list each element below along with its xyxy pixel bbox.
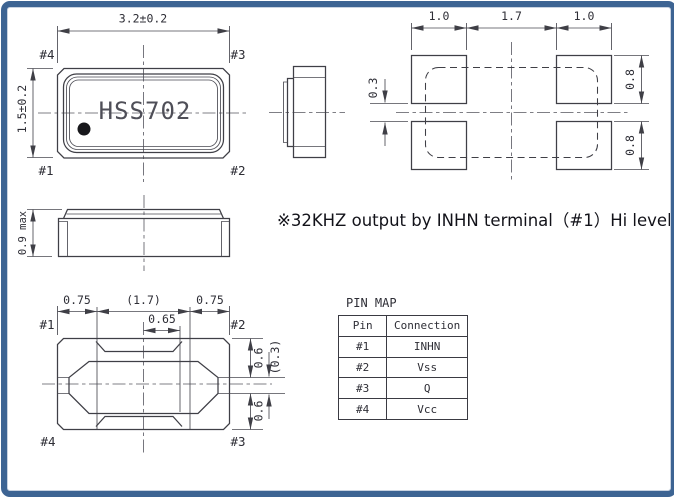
pin-map: PIN MAP Pin Connection #1 INHN #2 Vss #3… bbox=[337, 296, 468, 420]
pin-connection: Vcc bbox=[386, 398, 468, 420]
package-outline-dashed bbox=[424, 66, 599, 159]
dim-pad-h-top-label: 0.8 bbox=[623, 69, 637, 90]
edge-castellation-lines bbox=[57, 377, 285, 394]
dim-pad-w-right-label: 1.0 bbox=[574, 9, 595, 23]
pin-connection: Vss bbox=[386, 356, 468, 379]
pin-map-row: #2 Vss bbox=[337, 356, 468, 379]
part-marking: HSS702 bbox=[99, 97, 192, 125]
package-side-view bbox=[269, 65, 345, 159]
dim-extension-lines-long bbox=[96, 307, 191, 430]
dim-pad-h-bottom-label: 0.6 bbox=[252, 401, 266, 422]
pin-label-2: #2 bbox=[230, 163, 245, 178]
pin-number: #2 bbox=[337, 356, 388, 379]
pin-map-row: #1 INHN bbox=[337, 335, 468, 358]
pin-map-table: Pin Connection #1 INHN #2 Vss #3 Q #4 Vc… bbox=[337, 315, 468, 420]
dim-extension-lines bbox=[27, 209, 62, 257]
pin-connection: Q bbox=[386, 377, 468, 400]
dim-center-label: (1.7) bbox=[126, 293, 161, 307]
dim-pad-left-label: 0.75 bbox=[63, 293, 91, 307]
dim-height-max-label: 0.9 max bbox=[17, 211, 29, 255]
pin-map-header-pin: Pin bbox=[337, 315, 388, 337]
output-note: ※32KHZ output by INHN terminal（#1）Hi lev… bbox=[277, 211, 672, 230]
dim-height-label: 1.5±0.2 bbox=[15, 85, 29, 133]
dim-width-label: 3.2±0.2 bbox=[119, 12, 167, 26]
dim-pad-w-left-label: 1.0 bbox=[429, 9, 450, 23]
pin-map-title: PIN MAP bbox=[346, 296, 397, 310]
pin-label-1: #1 bbox=[39, 317, 54, 332]
terminal-band-lines bbox=[293, 77, 326, 147]
pad-bottom-right bbox=[555, 120, 613, 171]
lid-inner-outline-2 bbox=[69, 79, 218, 147]
pad-top-right bbox=[555, 54, 613, 105]
pin-connection: INHN bbox=[386, 335, 468, 358]
package-body-outline bbox=[56, 67, 231, 159]
pin-label-3: #3 bbox=[230, 434, 245, 449]
lid-step-outline bbox=[286, 77, 294, 148]
lid-seam-outline bbox=[62, 73, 225, 154]
cavity-octagon-outline bbox=[68, 360, 219, 415]
dim-offset-label: 0.65 bbox=[148, 312, 176, 326]
pin-number: #3 bbox=[337, 377, 388, 400]
dim-pad-h-bottom-label: 0.8 bbox=[623, 135, 637, 156]
pad-inner-edge-top bbox=[95, 341, 183, 353]
pin-label-4: #4 bbox=[40, 434, 55, 449]
package-bottom-view: 0.75 (1.7) 0.75 0.65 0.6 0.6 (0.3) #1 #2… bbox=[39, 293, 285, 455]
package-top-view: HSS702 3.2±0.2 1.5±0.2 #4 #3 #1 #2 bbox=[15, 12, 248, 182]
dim-extension-lines bbox=[614, 55, 649, 170]
land-pattern-view: 1.0 1.7 1.0 0.8 0.8 0.3 bbox=[366, 9, 649, 182]
lid-inner-outline-1 bbox=[66, 76, 221, 150]
pin-label-2: #2 bbox=[230, 317, 245, 332]
pin-map-header-connection: Connection bbox=[386, 315, 468, 337]
package-front-view: 0.9 max bbox=[17, 195, 231, 271]
pad-top-left bbox=[410, 54, 468, 105]
dim-row-gap-label: 0.3 bbox=[366, 78, 380, 99]
bottom-body-outline bbox=[56, 337, 231, 431]
terminal-tabs bbox=[58, 221, 230, 257]
side-body-outline bbox=[292, 65, 327, 159]
pad-inner-edge-bottom bbox=[95, 415, 183, 427]
pin-map-row: #3 Q bbox=[337, 377, 468, 400]
pin-map-header-row: Pin Connection bbox=[337, 315, 468, 337]
pin-number: #1 bbox=[337, 335, 388, 358]
pin-label-4: #4 bbox=[39, 47, 54, 62]
dim-extension-lines bbox=[411, 23, 612, 50]
pin-number: #4 bbox=[337, 398, 388, 420]
pin-label-3: #3 bbox=[230, 47, 245, 62]
dim-extension-lines bbox=[232, 338, 263, 430]
dim-extension-lines bbox=[370, 103, 408, 122]
dim-center-gap-label: 1.7 bbox=[501, 9, 522, 23]
pin-map-row: #4 Vcc bbox=[337, 398, 468, 420]
pin1-index-dot bbox=[77, 122, 91, 136]
dim-pad-right-label: 0.75 bbox=[196, 293, 224, 307]
dim-pad-h-top-label: 0.6 bbox=[252, 348, 266, 369]
lid-profile bbox=[62, 208, 225, 219]
pad-bottom-left bbox=[410, 120, 468, 171]
pin-label-1: #1 bbox=[38, 163, 53, 178]
lid-step-inner bbox=[283, 81, 288, 143]
dim-gap-label: (0.3) bbox=[268, 340, 282, 375]
front-body-outline bbox=[57, 217, 231, 258]
